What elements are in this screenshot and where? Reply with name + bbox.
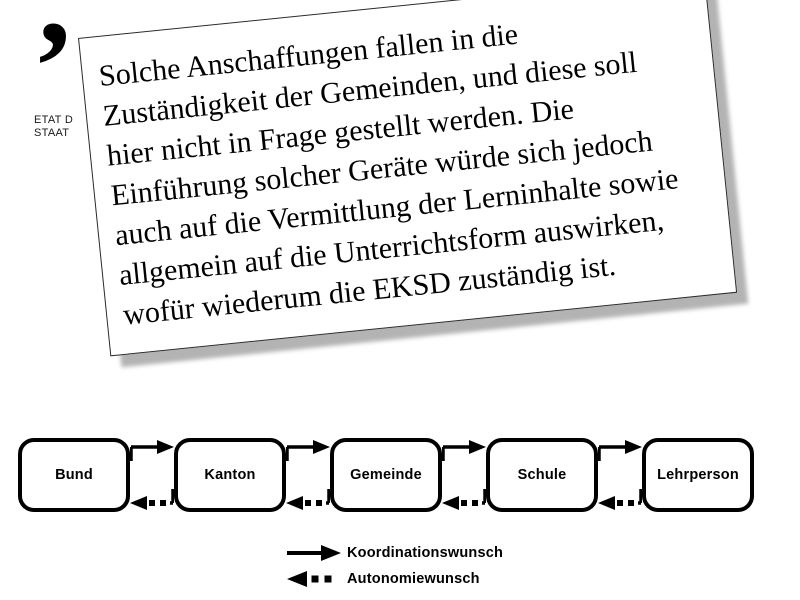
flow-node-label: Bund [55,467,93,483]
legend-item: Koordinationswunsch [285,540,615,566]
logo-line-german: STAAT [34,127,70,139]
flow-node-schule[interactable]: Schule [486,438,598,512]
flow-connector [286,438,330,512]
edge-autonomiewunsch [130,489,174,510]
solid-arrow-right-icon [285,542,347,564]
legend-label: Autonomiewunsch [347,571,480,587]
flow-node-label: Kanton [204,467,256,483]
logo-wordmark: ETAT D STAAT [34,114,73,140]
edge-koordinationswunsch [442,440,486,461]
organization-logo: ’ ETAT D STAAT [30,2,150,148]
edge-koordinationswunsch [598,440,642,461]
legend-label: Koordinationswunsch [347,545,504,561]
flow-connector [442,438,486,512]
flow-connector [598,438,642,512]
flow-node-label: Lehrperson [657,467,739,483]
edge-autonomiewunsch [598,489,642,510]
flow-node-gemeinde[interactable]: Gemeinde [330,438,442,512]
quote-mark-icon: ’ [32,0,76,139]
edge-koordinationswunsch [286,440,330,461]
dashed-arrow-left-icon [285,568,347,590]
flow-node-label: Schule [517,467,567,483]
edge-autonomiewunsch [286,489,330,510]
flow-node-bund[interactable]: Bund [18,438,130,512]
legend-item: Autonomiewunsch [285,566,615,592]
flow-node-label: Gemeinde [350,467,422,483]
edge-koordinationswunsch [130,440,174,461]
flow-node-lehrperson[interactable]: Lehrperson [642,438,754,512]
edge-autonomiewunsch [442,489,486,510]
logo-line-french: ETAT D [34,114,74,126]
governance-flow-diagram: Bund Kanton Gemeinde Schule Lehrperson [0,425,800,530]
flow-node-kanton[interactable]: Kanton [174,438,286,512]
flow-connector [130,438,174,512]
